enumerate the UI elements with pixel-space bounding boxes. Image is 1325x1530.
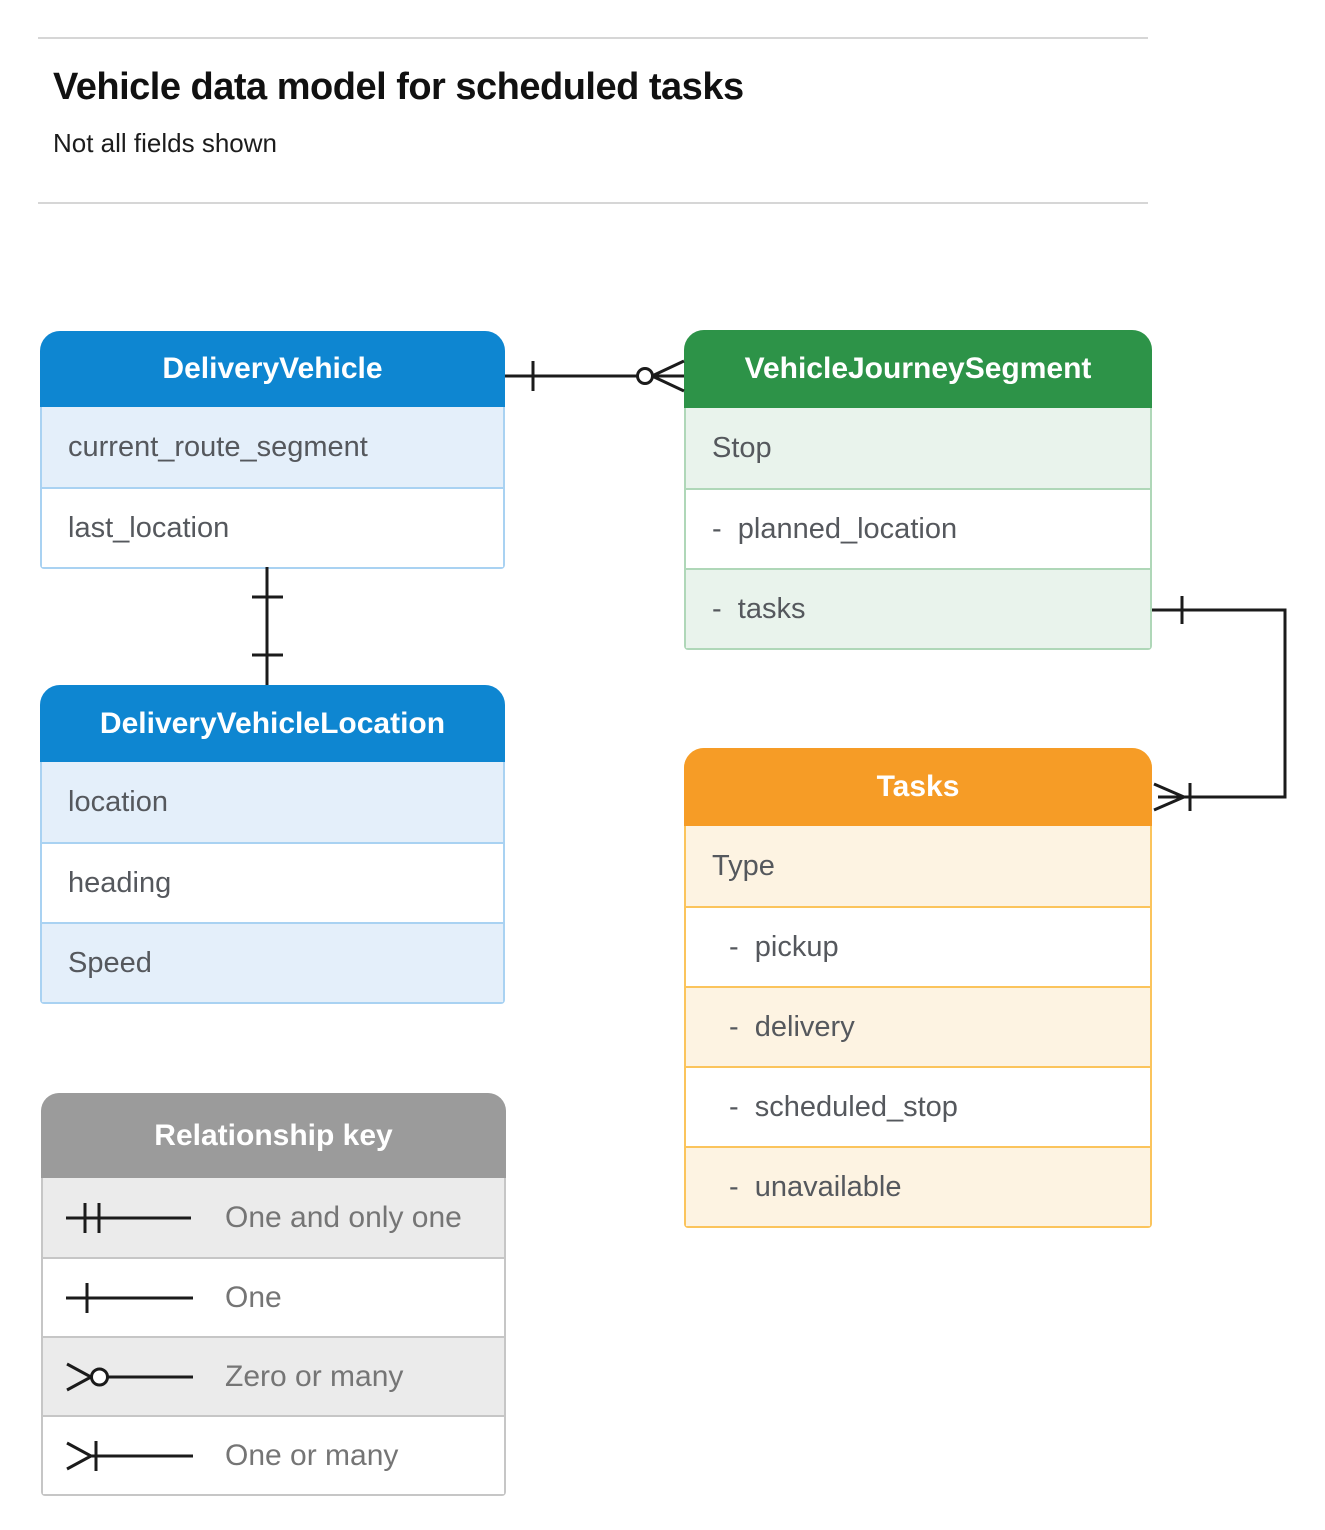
top-divider: [38, 37, 1148, 39]
legend-item-label: One: [225, 1280, 282, 1314]
entity-delivery-vehicle-location-title: DeliveryVehicleLocation: [40, 685, 505, 762]
field-row: last_location: [42, 487, 503, 567]
legend-item: One and only one: [43, 1178, 504, 1257]
entity-vehicle-journey-segment-fields: Stop- planned_location- tasks: [686, 408, 1150, 648]
connector-vehiclejourneysegment-tasks: [1152, 596, 1287, 812]
entity-tasks-fields: Type- pickup- delivery- scheduled_stop- …: [686, 826, 1150, 1226]
field-row: - planned_location: [686, 488, 1150, 568]
zero-or-many-symbol-icon: [65, 1357, 195, 1397]
field-row: Speed: [42, 922, 503, 1002]
one-or-many-symbol-icon: [65, 1436, 195, 1476]
field-row: - scheduled_stop: [686, 1066, 1150, 1146]
page-title: Vehicle data model for scheduled tasks: [53, 66, 744, 108]
field-row: - unavailable: [686, 1146, 1150, 1226]
page-subtitle: Not all fields shown: [53, 128, 277, 158]
connector-deliveryvehicle-to-vehiclejourneysegment: [505, 359, 685, 393]
field-row: - delivery: [686, 986, 1150, 1066]
connector-deliveryvehicle-to-deliveryvehiclelocation: [252, 567, 283, 685]
field-row: - tasks: [686, 568, 1150, 648]
relationship-key-title: Relationship key: [41, 1093, 506, 1178]
legend-item: One: [43, 1257, 504, 1336]
field-row: Type: [686, 826, 1150, 906]
legend-item-label: One and only one: [225, 1200, 462, 1234]
legend-item-label: Zero or many: [225, 1359, 404, 1393]
field-row: current_route_segment: [42, 407, 503, 487]
field-row: Stop: [686, 408, 1150, 488]
entity-vehicle-journey-segment-title: VehicleJourneySegment: [684, 330, 1152, 408]
legend-item: One or many: [43, 1415, 504, 1494]
entity-tasks-title: Tasks: [684, 748, 1152, 826]
one-and-only-one-symbol-icon: [65, 1198, 195, 1238]
entity-vehicle-journey-segment: VehicleJourneySegment Stop- planned_loca…: [684, 330, 1152, 650]
crows-foot-icon: [651, 359, 685, 393]
header-divider: [38, 202, 1148, 204]
legend-item-label: One or many: [225, 1438, 399, 1472]
field-row: heading: [42, 842, 503, 922]
zero-or-many-circle-icon: [636, 367, 654, 385]
crows-foot-icon: [1153, 782, 1185, 812]
legend-item: Zero or many: [43, 1336, 504, 1415]
entity-tasks: Tasks Type- pickup- delivery- scheduled_…: [684, 748, 1152, 1228]
field-row: location: [42, 762, 503, 842]
entity-delivery-vehicle-title: DeliveryVehicle: [40, 331, 505, 407]
field-row: - pickup: [686, 906, 1150, 986]
one-symbol-icon: [65, 1278, 195, 1318]
